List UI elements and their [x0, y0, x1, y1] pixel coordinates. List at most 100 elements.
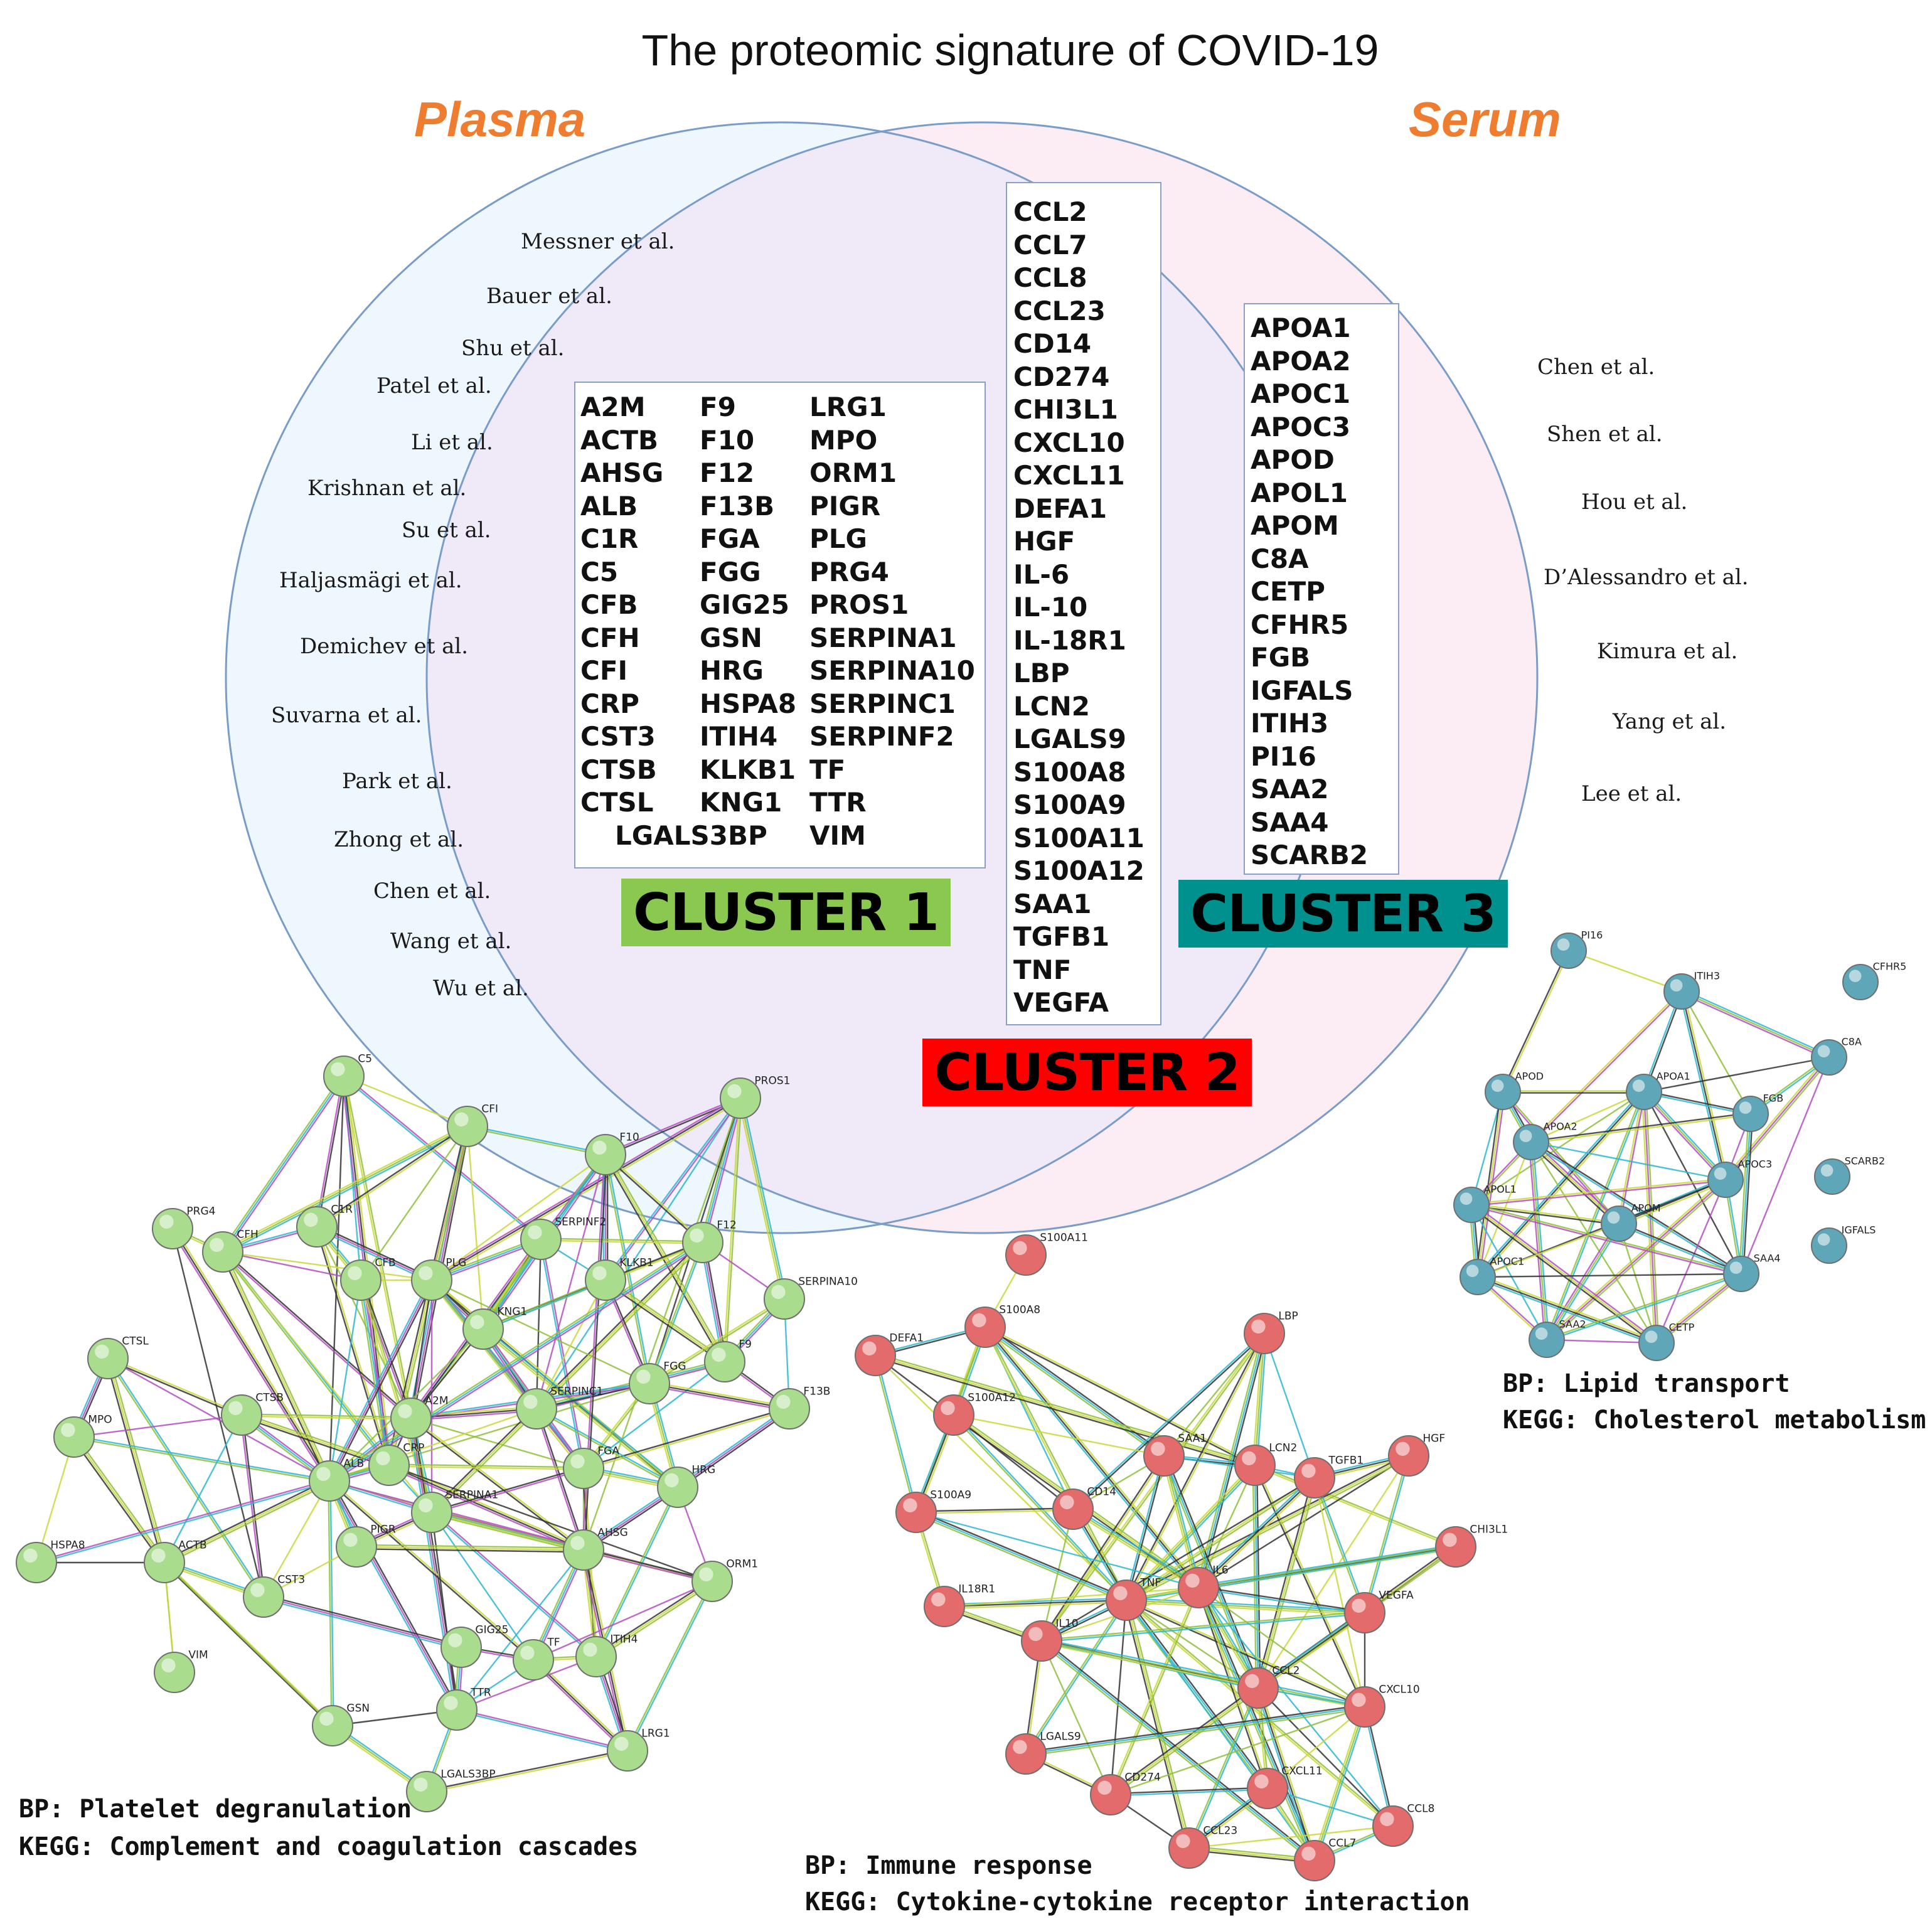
cluster3-gene-box — [1244, 303, 1399, 875]
edge-fgb-saa4 — [1740, 1113, 1752, 1275]
edge-saa1-tnf — [1126, 1456, 1166, 1601]
node-label-kng1: KNG1 — [497, 1306, 527, 1318]
edge-ccl23-ccl7 — [1189, 1845, 1315, 1860]
edge-apom-apoc1 — [1477, 1222, 1620, 1278]
edge-f10-plg — [431, 1154, 606, 1281]
edge-c8a-apoa1 — [1643, 1056, 1830, 1093]
node-cst3: CST3 — [243, 1574, 305, 1618]
edge-alb-ttr — [328, 1480, 458, 1711]
node-apoa2: APOA2 — [1513, 1120, 1577, 1160]
edge-pros1-serpina10 — [737, 1098, 784, 1300]
edge-pi16-apod — [1501, 949, 1569, 1092]
edge-plg-alb — [328, 1280, 433, 1482]
plasma-study-8: Haljasmägi et al. — [279, 568, 462, 593]
edge-c5-cfh — [222, 1076, 344, 1253]
edge-apod-apoc1 — [1475, 1091, 1502, 1277]
edge-itih3-apoa2 — [1530, 990, 1682, 1142]
node-pigr: PIGR — [336, 1524, 396, 1568]
edge-saa1-il6 — [1165, 1455, 1202, 1588]
cluster2-gene-il-18r1: IL-18R1 — [1013, 624, 1126, 656]
edge-serpinc1-serpina1 — [431, 1408, 537, 1513]
edge-ccl2-ccl8 — [1257, 1687, 1394, 1827]
plasma-study-15: Wu et al. — [433, 976, 529, 1001]
cluster2-gene-defa1: DEFA1 — [1013, 493, 1107, 524]
edge-cfi-cfh — [222, 1125, 468, 1253]
cluster2-gene-box — [1006, 182, 1161, 1025]
edge-mpo-alb — [73, 1437, 329, 1483]
cluster1-gene-fgg: FGG — [700, 556, 761, 587]
edge-f9-fga — [583, 1361, 725, 1469]
edge-tnf-ccl7 — [1126, 1600, 1315, 1861]
node-igfals: IGFALS — [1811, 1224, 1876, 1264]
cluster3-gene-apod: APOD — [1251, 444, 1335, 475]
node-serpinf2: SERPINF2 — [520, 1216, 606, 1260]
edge-plg-alb — [330, 1280, 434, 1482]
edge-apol1-saa2 — [1470, 1204, 1548, 1340]
edge-f13b-hrg — [676, 1406, 789, 1487]
edge-alb-tf — [329, 1479, 535, 1660]
node-label-apoc1: APOC1 — [1490, 1255, 1525, 1267]
node-label-f13b: F13B — [803, 1386, 830, 1398]
cluster1-gene-cfi: CFI — [580, 655, 628, 686]
edge-pros1-f9 — [725, 1098, 742, 1362]
edge-s100a8-saa1 — [985, 1327, 1165, 1457]
edge-pros1-f9 — [723, 1098, 740, 1362]
edge-cfb-a2m — [361, 1280, 413, 1418]
edge-c5-a2m — [344, 1076, 413, 1418]
edge-fgb-saa4 — [1738, 1113, 1750, 1274]
cluster1-gene-cst3: CST3 — [580, 721, 656, 752]
node-fgb: FGB — [1732, 1092, 1784, 1132]
edge-lgals9-cxcl10 — [1025, 1704, 1365, 1753]
node-label-klkb1: KLKB1 — [619, 1257, 653, 1270]
edge-lrg1-lgals3bp — [426, 1749, 627, 1792]
cluster3-kegg-caption: KEGG: Cholesterol metabolism — [1503, 1406, 1926, 1435]
edge-c5-cfh — [223, 1077, 346, 1254]
edge-tgfb1-il10 — [1041, 1477, 1315, 1642]
node-cfh: CFH — [202, 1229, 259, 1273]
edge-s100a12-tnf — [954, 1414, 1128, 1600]
edge-cfh-a2m — [221, 1252, 411, 1420]
edge-apoa1-apoc1 — [1477, 1091, 1645, 1278]
cluster3-bp-caption: BP: Lipid transport — [1503, 1369, 1790, 1398]
node-cd14: CD14 — [1052, 1486, 1116, 1530]
cluster1-gene-vim: VIM — [809, 820, 866, 851]
edge-serpinf2-fga — [539, 1239, 584, 1469]
node-label-ttr: TTR — [470, 1687, 491, 1699]
node-saa4: SAA4 — [1723, 1252, 1781, 1292]
edge-ahsg-orm1 — [583, 1550, 712, 1583]
node-label-tgfb1: TGFB1 — [1328, 1455, 1364, 1467]
edge-crp-ahsg — [388, 1464, 584, 1551]
edge-defa1-lcn2 — [875, 1352, 1256, 1465]
cluster3-gene-apoa2: APOA2 — [1251, 345, 1351, 377]
edge-tnf-lgals9 — [1024, 1599, 1126, 1754]
node-label-fgb: FGB — [1763, 1092, 1784, 1104]
cluster3-gene-pi16: PI16 — [1251, 740, 1316, 772]
edge-kng1-hrg — [483, 1328, 678, 1488]
node-scarb2: SCARB2 — [1814, 1155, 1885, 1195]
edge-c8a-apoc3 — [1726, 1058, 1832, 1182]
edge-f12-fgg — [648, 1242, 703, 1384]
edge-s100a9-il6 — [915, 1511, 1199, 1589]
edge-kng1-hrg — [481, 1330, 677, 1490]
cluster1-label: CLUSTER 1 — [621, 879, 951, 946]
node-label-cd14: CD14 — [1087, 1486, 1116, 1499]
edge-apoc1-cetp — [1477, 1276, 1657, 1344]
edge-apoc3-apol1 — [1471, 1180, 1726, 1207]
edge-s100a9-tnf — [915, 1511, 1127, 1601]
node-tf: TF — [513, 1637, 560, 1681]
cluster3-gene-cfhr5: CFHR5 — [1251, 609, 1349, 640]
node-label-cfi: CFI — [481, 1103, 498, 1116]
edge-c5-c1r — [317, 1076, 346, 1227]
node-label-fga: FGA — [597, 1445, 619, 1458]
edge-tnf-il18r1 — [944, 1599, 1127, 1608]
node-cxcl10: CXCL10 — [1344, 1684, 1420, 1728]
node-cd274: CD274 — [1090, 1772, 1161, 1815]
node-f13b: F13B — [769, 1386, 830, 1430]
node-actb: ACTB — [144, 1539, 207, 1583]
node-serpinc1: SERPINC1 — [516, 1386, 603, 1430]
node-klkb1: KLKB1 — [585, 1257, 654, 1301]
edge-f12-serpinc1 — [534, 1240, 702, 1408]
edge-c1r-a2m — [316, 1226, 412, 1419]
node-label-ccl23: CCL23 — [1203, 1825, 1237, 1837]
edge-il10-cxcl10 — [1041, 1640, 1365, 1708]
